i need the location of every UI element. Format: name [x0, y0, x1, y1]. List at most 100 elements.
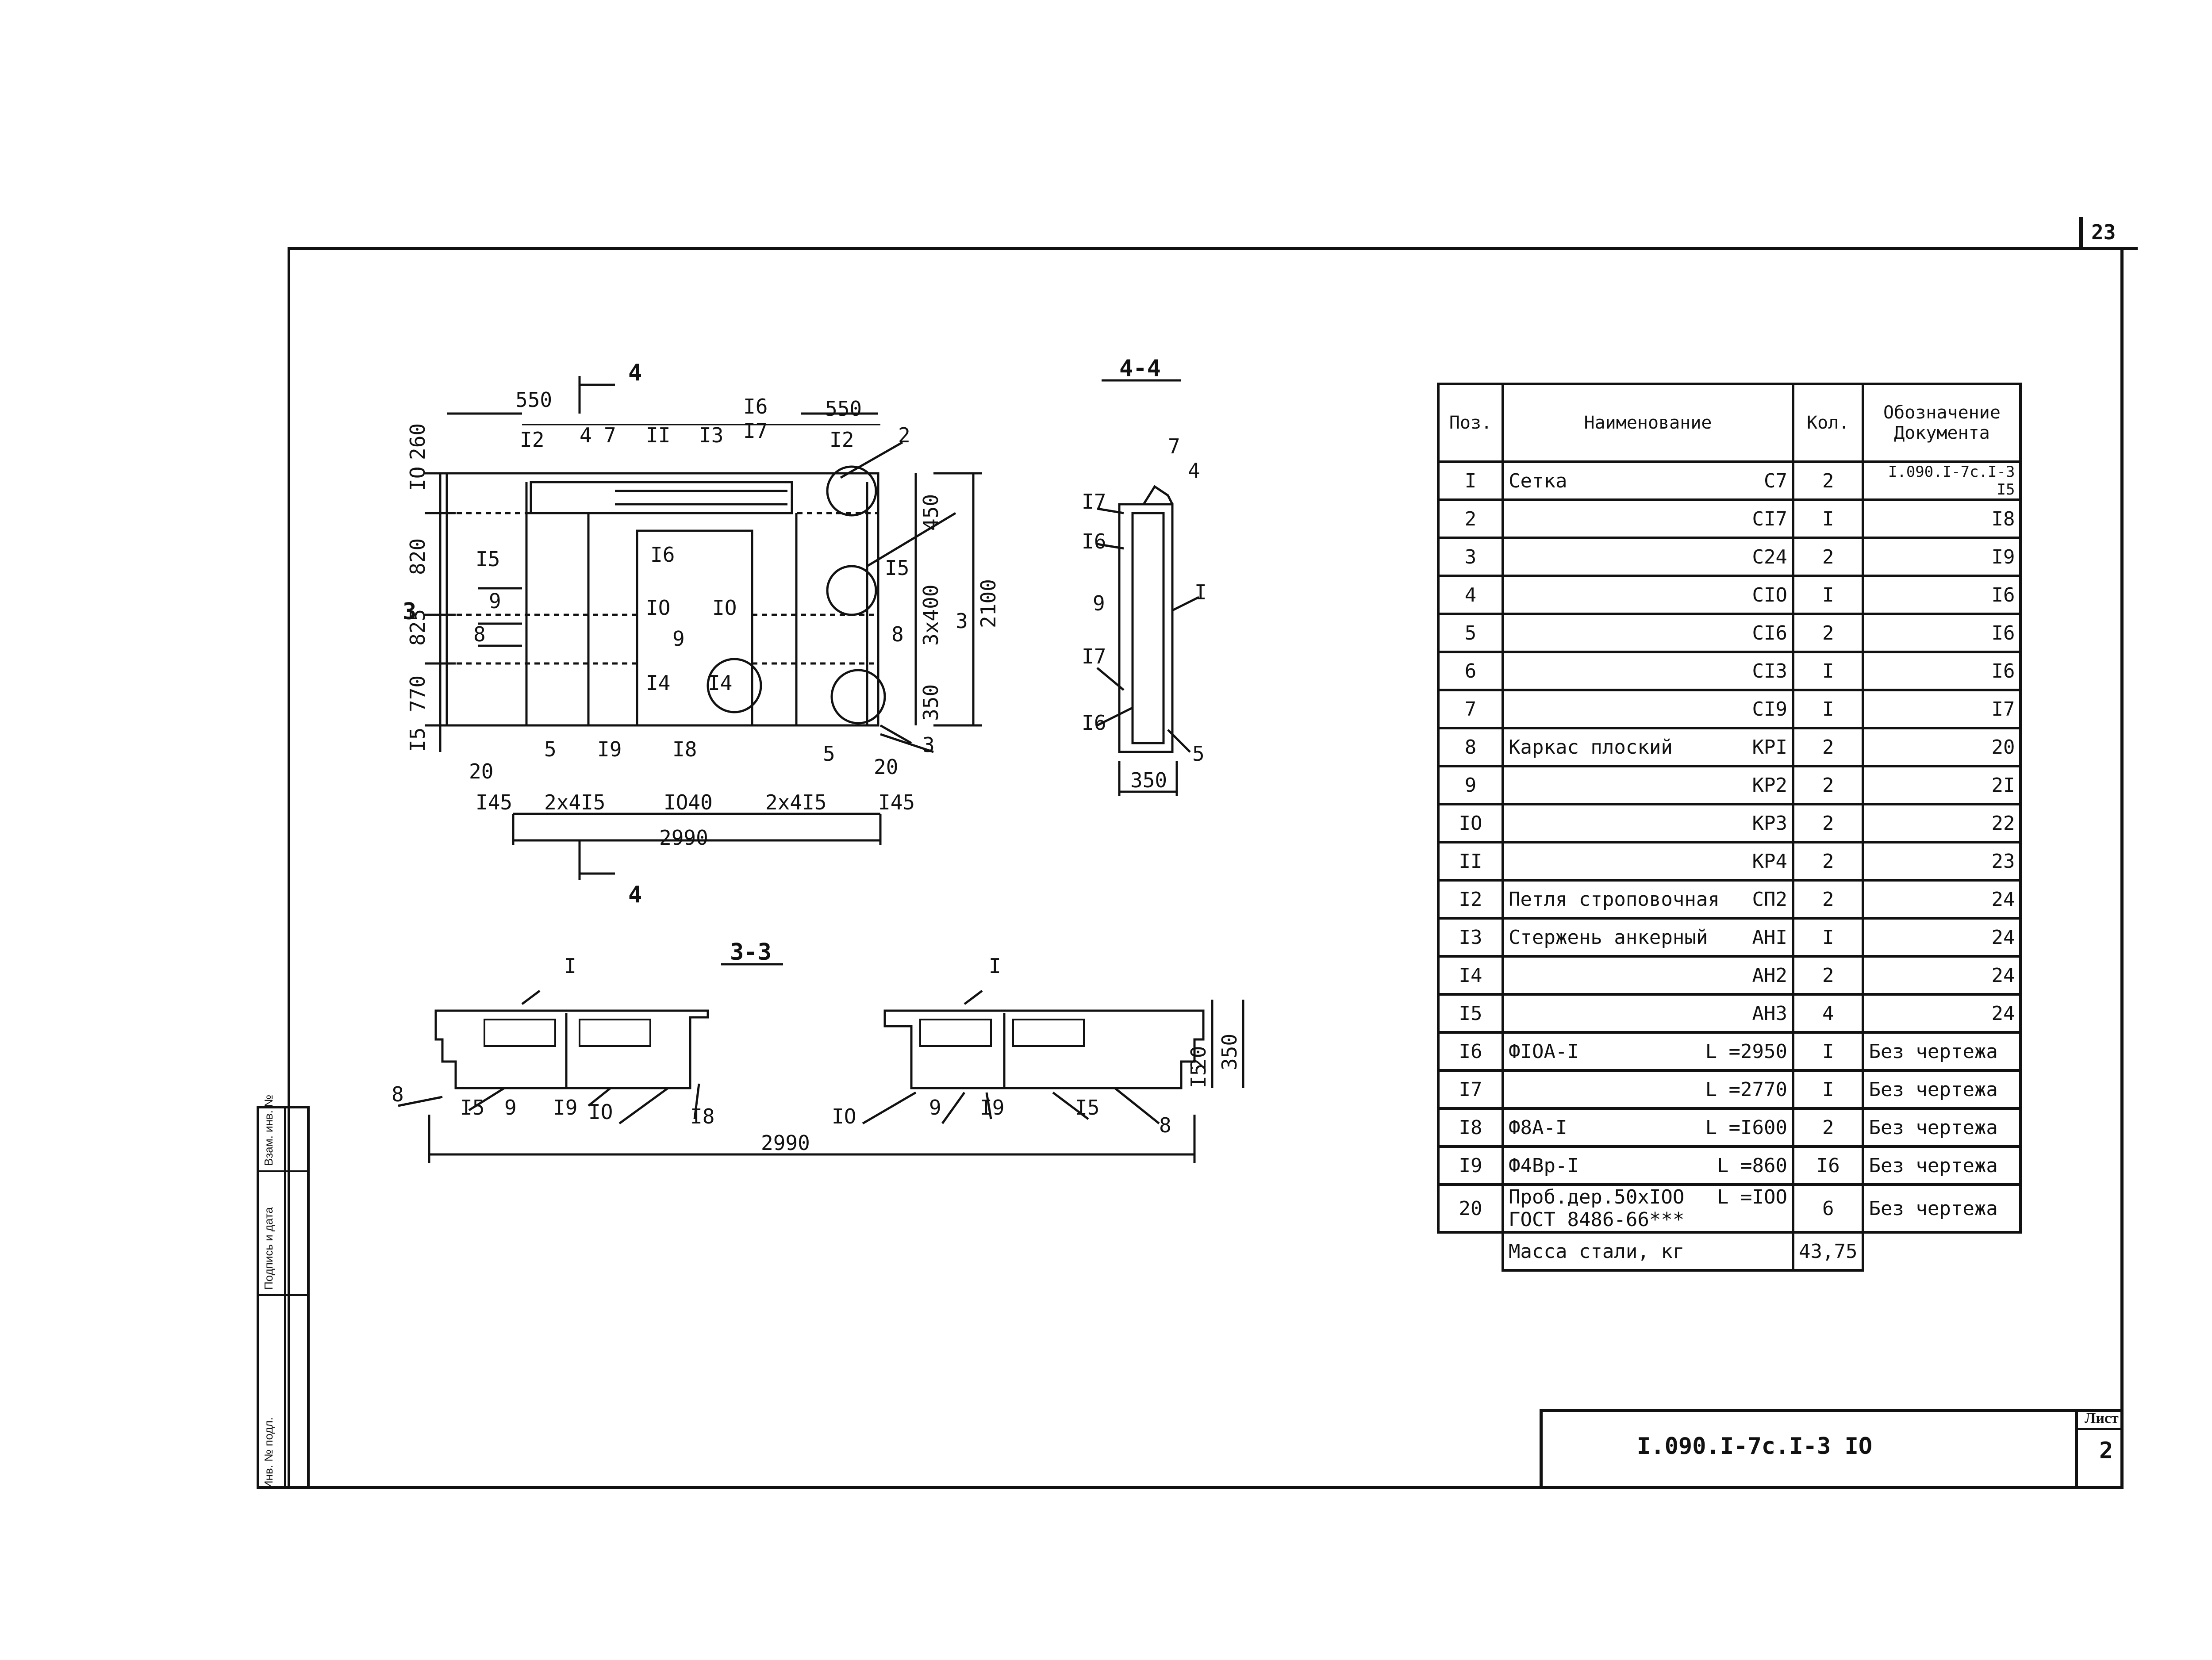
plan-label-15-right: I5	[885, 556, 909, 580]
cell-name-text: Ф4Вр-I	[1509, 1154, 1579, 1177]
section-4-4	[1096, 379, 1200, 796]
cell-doc: Без чертежа	[1862, 1183, 2022, 1234]
sheet-number: 2	[2099, 1438, 2113, 1464]
cell-mark: АН2	[1752, 964, 1787, 987]
plan-label-10-b: IO	[712, 596, 737, 620]
sec33-dim-20: 20	[1187, 1046, 1210, 1070]
sec33-dim-15: I5	[1187, 1064, 1210, 1088]
plan-label-13: I3	[699, 423, 723, 447]
plan-label-9-mid: 9	[672, 627, 685, 651]
left-stamp-strip: Инв. № подл. Подпись и дата Взам. инв. №	[257, 1095, 310, 1489]
cell-qty: 2	[1791, 765, 1865, 805]
cell-pos: 2	[1437, 498, 1504, 539]
sec44-label-16-top: I6	[1082, 529, 1106, 553]
sec44-label-16-bottom: I6	[1082, 711, 1106, 735]
cell-pos: 5	[1437, 613, 1504, 653]
sec33-label-8-right: 8	[1159, 1113, 1171, 1137]
plan-label-18: I8	[672, 737, 697, 761]
cell-name: СI3	[1502, 651, 1794, 691]
cell-qty: 2	[1791, 879, 1865, 920]
cell-doc: Без чертежа	[1862, 1107, 2022, 1148]
plan-dim-left-260: 260	[406, 423, 430, 460]
header-pos: Поз.	[1437, 383, 1504, 463]
cell-name-text: Ф8А-I	[1509, 1116, 1567, 1139]
plan-label-8-left: 8	[473, 622, 486, 646]
section-33-title: 3-3	[730, 939, 772, 966]
sec33-label-1-left: I	[564, 954, 576, 978]
cell-name: L =2770	[1502, 1069, 1794, 1110]
cell-doc: Без чертежа	[1862, 1031, 2022, 1072]
cell-doc: 24	[1862, 879, 2022, 920]
page-number: 23	[2079, 217, 2137, 248]
cell-mark: АН3	[1752, 1002, 1787, 1025]
plan-label-20-right: 20	[874, 755, 898, 779]
sec44-label-7: 7	[1168, 434, 1180, 458]
sec33-label-10-left: IO	[588, 1100, 613, 1124]
cell-mark: L =860	[1717, 1154, 1787, 1177]
plan-dim-bottom-2x415-right: 2x4I5	[765, 790, 826, 814]
cell-qty: I	[1791, 651, 1865, 691]
plan-dim-bottom-145-left: I45	[476, 790, 512, 814]
cell-name-text: Каркас плоский	[1509, 736, 1673, 759]
cell-mark: СI7	[1752, 507, 1787, 530]
sec33-label-15-left: I5	[460, 1096, 484, 1119]
cell-pos: I9	[1437, 1145, 1504, 1186]
plan-label-3-right: 3	[956, 609, 968, 633]
cell-name: С24	[1502, 537, 1794, 577]
cell-name: КР3	[1502, 803, 1794, 843]
cell-doc: I6	[1862, 613, 2022, 653]
cell-mark: L =2950	[1705, 1040, 1787, 1063]
cell-mark: СI9	[1752, 698, 1787, 721]
cell-name: СIO	[1502, 575, 1794, 615]
section-3-3	[398, 963, 1244, 1163]
cell-qty: 2	[1791, 1107, 1865, 1148]
cell-mark: СI6	[1752, 621, 1787, 644]
cell-doc: I.090.I-7c.I-3 I5	[1862, 460, 2022, 501]
cell-pos: 9	[1437, 765, 1504, 805]
plan-section-mark-3: 3	[403, 598, 416, 625]
sec33-dim-overall: 2990	[761, 1131, 810, 1155]
plan-label-5-left: 5	[544, 737, 557, 761]
cell-qty: I	[1791, 689, 1865, 729]
plan-dim-bottom-2x415-left: 2x4I5	[544, 790, 605, 814]
cell-mark: СI3	[1752, 659, 1787, 682]
drawing-frame	[288, 247, 2124, 1489]
plan-label-12-right: I2	[830, 428, 854, 452]
plan-dim-right-3x400: 3x400	[919, 585, 943, 646]
plan-label-10-a: IO	[646, 596, 670, 620]
cell-name: КР4	[1502, 841, 1794, 882]
sec44-label-9: 9	[1093, 591, 1105, 615]
cell-name-text: ФIOA-I	[1509, 1040, 1579, 1063]
sec33-label-8-left: 8	[392, 1082, 404, 1106]
cell-name: СI7	[1502, 498, 1794, 539]
sec33-label-18: I8	[690, 1104, 714, 1128]
plan-label-9-left: 9	[489, 589, 501, 613]
specification-table: Поз. Наименование Кол. Обозначение Докум…	[1437, 383, 2022, 1272]
plan-section-mark-bottom: 4	[628, 882, 642, 908]
plan-section-mark-top: 4	[628, 360, 642, 386]
plan-label-14-a: I4	[646, 671, 670, 695]
sec44-label-17-top: I7	[1082, 490, 1106, 514]
cell-doc: 20	[1862, 727, 2022, 767]
plan-label-3-bottom: 3	[922, 733, 935, 757]
cell-pos: I2	[1437, 879, 1504, 920]
plan-label-20-left: 20	[469, 759, 493, 783]
sec33-label-15-right: I5	[1075, 1096, 1099, 1119]
section-44-title: 4-4	[1119, 355, 1161, 382]
document-code: I.090.I-7c.I-3 IO	[1637, 1433, 1873, 1460]
